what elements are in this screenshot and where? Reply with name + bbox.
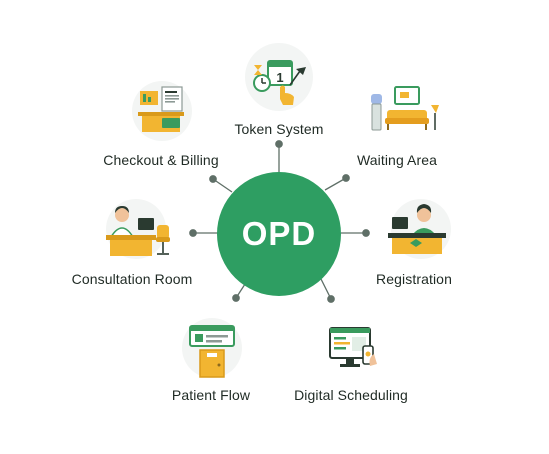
connectors <box>189 140 370 303</box>
svg-text:1: 1 <box>276 70 283 85</box>
monitor-phone-icon <box>329 327 377 367</box>
sofa-water-cooler-icon <box>371 86 439 131</box>
receptionist-desk-icon <box>388 199 451 259</box>
connector-waiting-area <box>324 174 350 191</box>
door-sign-icon <box>182 318 242 378</box>
node-label-patient-flow: Patient Flow <box>171 387 251 403</box>
billing-counter-icon <box>132 81 192 141</box>
node-label-waiting-area: Waiting Area <box>356 152 438 168</box>
connector-checkout-billing <box>209 175 233 193</box>
node-label-registration: Registration <box>376 271 452 287</box>
node-label-consultation-room: Consultation Room <box>71 271 193 287</box>
connector-consultation-room <box>189 229 218 237</box>
center-circle <box>217 172 341 296</box>
connector-token-system <box>275 140 283 172</box>
node-label-digital-scheduling: Digital Scheduling <box>294 387 408 403</box>
doctor-desk-icon <box>106 199 170 259</box>
node-label-token-system: Token System <box>234 121 324 137</box>
connector-registration <box>341 229 370 237</box>
calendar-hourglass-hand-icon: 1 <box>245 43 313 111</box>
connector-digital-scheduling <box>320 278 335 303</box>
node-label-checkout-billing: Checkout & Billing <box>103 152 219 168</box>
center-label: OPD <box>241 215 317 252</box>
